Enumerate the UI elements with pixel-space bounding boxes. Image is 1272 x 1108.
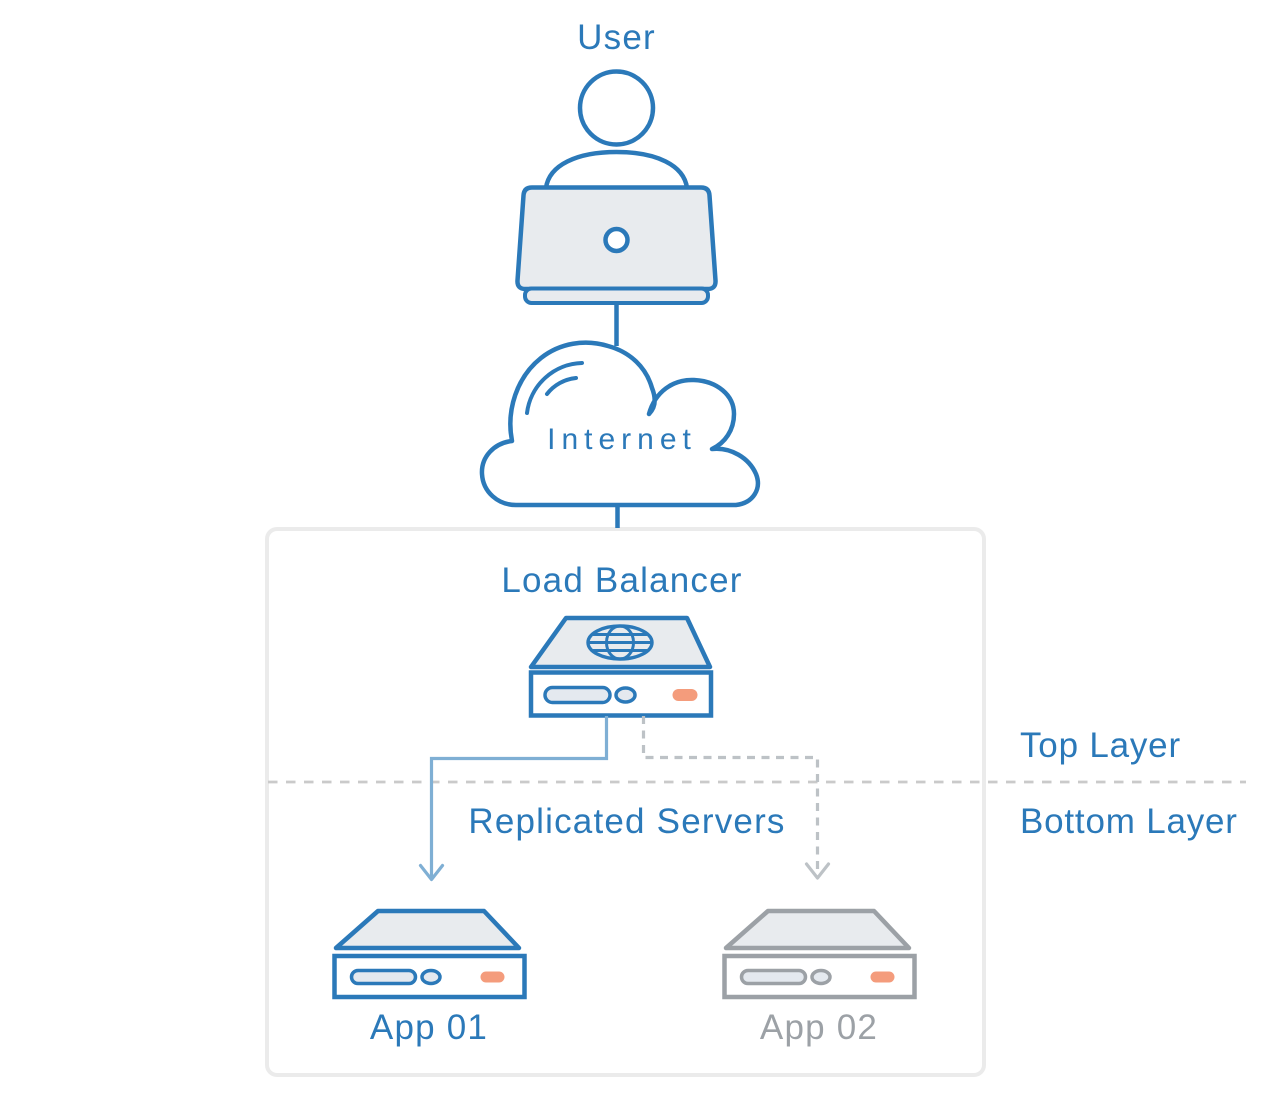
replicated-servers-label: Replicated Servers [468, 802, 785, 841]
solid-arrow-line [429, 716, 609, 878]
globe-icon [586, 624, 654, 661]
dashed-arrow-line [641, 716, 820, 876]
app1-server-icon [332, 908, 527, 1000]
app2-node: App 02 [722, 908, 917, 1047]
app2-label: App 02 [760, 1008, 878, 1047]
user-label: User [577, 18, 656, 57]
load-balancer-node: Load Balancer [501, 561, 742, 718]
server-slot-dot [810, 968, 832, 986]
laptop-base-icon [523, 286, 710, 305]
app1-label: App 01 [370, 1008, 488, 1047]
internet-label: Internet [547, 423, 697, 456]
laptop-logo-dot-icon [603, 226, 630, 254]
solid-arrowhead-icon [418, 863, 445, 882]
server-led-light [672, 689, 698, 701]
dashed-arrow-connector [641, 716, 831, 880]
internet-node: Internet [479, 340, 761, 508]
server-slot-pill [543, 685, 612, 705]
server-top-icon [333, 908, 522, 951]
app2-server-icon [722, 908, 917, 1000]
solid-arrow-connector [418, 716, 609, 882]
server-slot-pill [349, 968, 418, 986]
user-node: User [515, 18, 718, 305]
top-layer-label: Top Layer [1020, 726, 1181, 765]
layers-panel [265, 527, 986, 1077]
dashed-arrowhead-icon [804, 862, 831, 880]
cloud-shine-inner-arc [545, 376, 578, 396]
cloud-shine-outer-arc [525, 361, 584, 415]
user-head-icon [577, 69, 656, 147]
load-balancer-label: Load Balancer [501, 561, 742, 600]
bottom-layer-label: Bottom Layer [1020, 802, 1238, 841]
server-slot-pill [739, 968, 808, 986]
user-at-laptop-icon [515, 69, 718, 305]
server-led-light [480, 971, 505, 983]
server-slot-dot [614, 686, 637, 704]
server-slot-dot [420, 968, 442, 986]
server-led-light [870, 971, 895, 983]
user-shoulders-icon [543, 149, 690, 189]
app1-node: App 01 [332, 908, 527, 1047]
load-balancer-server-icon [528, 615, 714, 718]
cloud-icon [479, 340, 761, 508]
server-top-icon [723, 908, 912, 951]
